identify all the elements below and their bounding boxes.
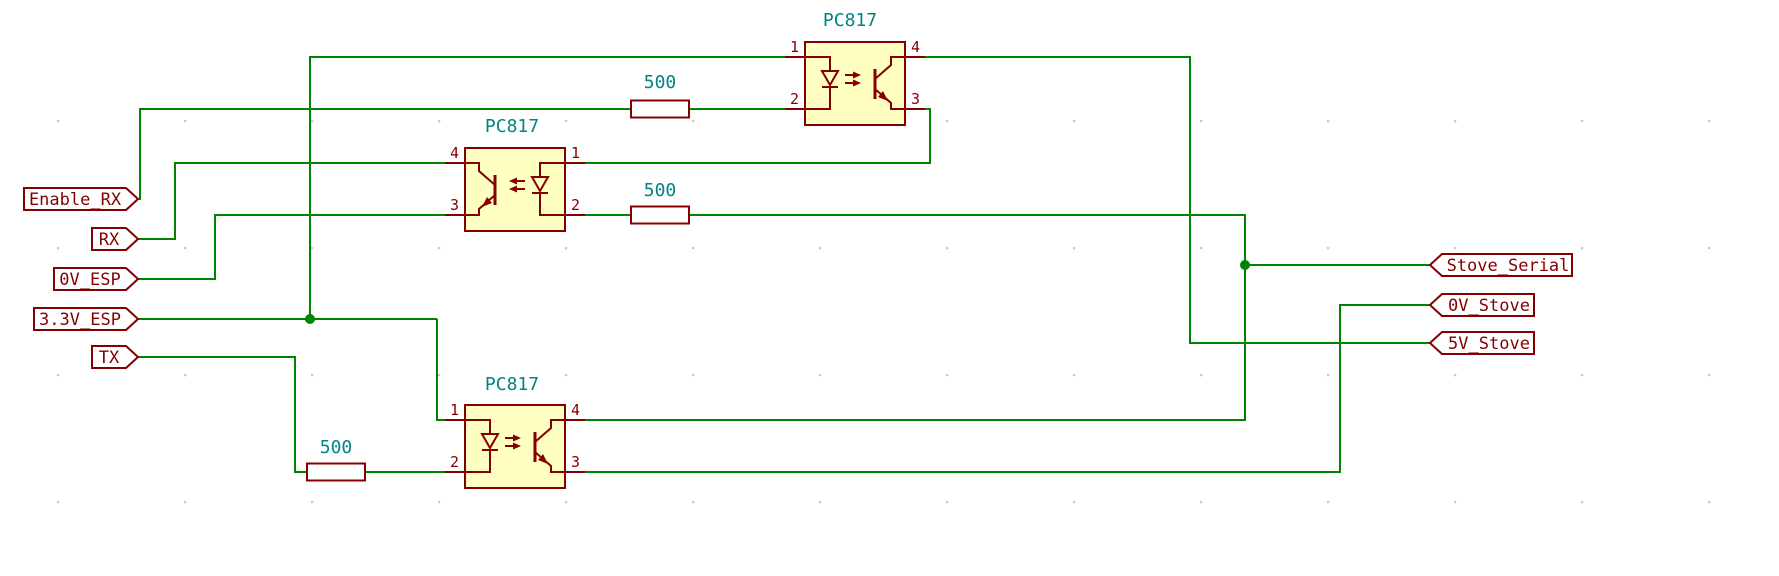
pin-number: 3 (571, 453, 580, 471)
pin-number: 4 (450, 144, 459, 162)
resistor-body[interactable] (630, 99, 690, 119)
net-label-text: TX (99, 348, 120, 368)
junctions (305, 260, 1250, 324)
net-label-0v-stove[interactable]: 0V_Stove (1428, 293, 1535, 317)
pin-number: 1 (790, 38, 799, 56)
wire-r-middle-to-opto-bottom-pin4[interactable] (585, 214, 1246, 421)
optocoupler-top[interactable]: PC817 1 2 4 3 (783, 10, 927, 127)
pin-number: 2 (790, 90, 799, 108)
net-label-shape[interactable] (53, 267, 140, 291)
net-label-3v3-esp[interactable]: 3.3V_ESP (33, 307, 140, 331)
wire-0v-esp-to-opto-middle-pin3[interactable] (138, 214, 445, 280)
wire-3v3-to-opto-bottom-pin1[interactable] (436, 319, 445, 421)
wire-opto-bottom-pin3-to-0v-stove[interactable] (585, 304, 1430, 473)
resistor-middle[interactable]: 500 (630, 180, 690, 225)
net-label-rx[interactable]: RX (91, 227, 140, 251)
net-label-stove-serial[interactable]: Stove_Serial (1428, 253, 1573, 277)
pin-number: 1 (450, 401, 459, 419)
pin-number: 4 (571, 401, 580, 419)
net-label-shape[interactable] (23, 187, 140, 211)
wire-rx-to-opto-middle-pin4[interactable] (138, 162, 445, 240)
optocoupler-bottom[interactable]: PC817 1 2 4 3 (443, 374, 587, 490)
net-label-text: Stove_Serial (1447, 256, 1570, 276)
resistor-body[interactable] (630, 205, 690, 225)
wire-3v3-to-opto-top-pin1[interactable] (309, 56, 785, 319)
pin-number: 2 (571, 196, 580, 214)
opto-symbol[interactable] (783, 40, 927, 127)
net-label-text: RX (99, 230, 120, 250)
pin-number: 4 (911, 38, 920, 56)
pin-number: 2 (450, 453, 459, 471)
wires[interactable] (138, 56, 1430, 473)
junction-dot (1240, 260, 1250, 270)
resistor-bottom[interactable]: 500 (306, 437, 366, 482)
component-value[interactable]: PC817 (485, 116, 539, 137)
net-label-tx[interactable]: TX (91, 345, 140, 369)
net-label-enable-rx[interactable]: Enable_RX (23, 187, 140, 211)
wire-opto-top-pin3-to-opto-middle-pin1[interactable] (585, 108, 931, 164)
net-label-0v-esp[interactable]: 0V_ESP (53, 267, 140, 291)
net-label-shape[interactable] (91, 227, 140, 251)
optocoupler-middle[interactable]: PC817 4 3 1 2 (443, 116, 587, 233)
resistor-value[interactable]: 500 (320, 437, 353, 458)
net-label-shape[interactable] (1428, 331, 1535, 355)
net-label-text: 0V_Stove (1448, 296, 1530, 316)
net-label-shape[interactable] (91, 345, 140, 369)
net-label-text: 5V_Stove (1448, 334, 1530, 354)
resistor-body[interactable] (306, 462, 366, 482)
component-value[interactable]: PC817 (485, 374, 539, 395)
net-label-shape[interactable] (1428, 293, 1535, 317)
resistor-value[interactable]: 500 (644, 72, 677, 93)
opto-symbol[interactable] (443, 403, 587, 490)
pin-number: 3 (911, 90, 920, 108)
net-label-text: 0V_ESP (59, 270, 120, 290)
net-label-5v-stove[interactable]: 5V_Stove (1428, 331, 1535, 355)
wire-opto-top-pin4-to-5v-stove[interactable] (925, 56, 1430, 344)
resistor-top[interactable]: 500 (630, 72, 690, 119)
component-value[interactable]: PC817 (823, 10, 877, 31)
net-label-shape[interactable] (1428, 253, 1573, 277)
wire-tx-to-r-bottom[interactable] (138, 356, 307, 473)
resistor-value[interactable]: 500 (644, 180, 677, 201)
pin-number: 1 (571, 144, 580, 162)
pin-number: 3 (450, 196, 459, 214)
junction-dot (305, 314, 315, 324)
net-label-text: Enable_RX (29, 190, 122, 210)
net-label-shape[interactable] (33, 307, 140, 331)
net-label-text: 3.3V_ESP (39, 310, 121, 330)
opto-symbol[interactable] (443, 146, 587, 233)
